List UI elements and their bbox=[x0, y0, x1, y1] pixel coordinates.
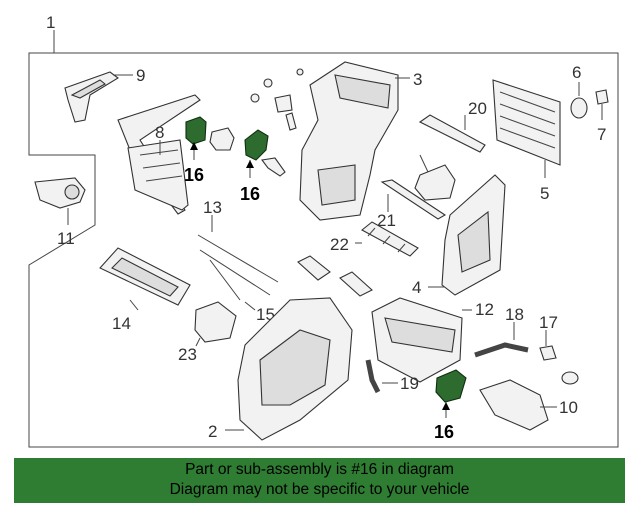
callout-18: 18 bbox=[505, 305, 524, 324]
callout-19: 19 bbox=[400, 374, 419, 393]
part-16-highlighted-left bbox=[185, 116, 207, 145]
parts-diagram: 1 9 8 11 16 16 bbox=[28, 13, 619, 448]
callout-13: 13 bbox=[203, 198, 222, 217]
part-4-side-cover bbox=[441, 174, 506, 296]
callout-21: 21 bbox=[377, 211, 396, 230]
callout-6: 6 bbox=[572, 63, 581, 82]
callout-22: 22 bbox=[330, 235, 349, 254]
part-3-upper-case bbox=[299, 61, 399, 221]
callout-16-c: 16 bbox=[434, 422, 454, 442]
callout-14: 14 bbox=[112, 314, 131, 333]
banner-line-2: Diagram may not be specific to your vehi… bbox=[169, 481, 470, 498]
part-21-strip bbox=[380, 179, 447, 220]
part-7-valve bbox=[595, 89, 609, 105]
part-6-grommet bbox=[570, 97, 588, 119]
part-23-actuator bbox=[194, 301, 237, 343]
callout-16-a: 16 bbox=[184, 165, 204, 185]
part-18-hose bbox=[474, 342, 529, 358]
callout-20: 20 bbox=[468, 99, 487, 118]
part-22-grille bbox=[361, 221, 419, 257]
callout-8: 8 bbox=[155, 123, 164, 142]
callout-4: 4 bbox=[412, 278, 421, 297]
callout-7: 7 bbox=[597, 125, 606, 144]
callout-9: 9 bbox=[136, 66, 145, 85]
part-19-hose bbox=[365, 359, 381, 394]
part-17-clip bbox=[539, 345, 557, 361]
part-11-actuator bbox=[34, 177, 86, 209]
callout-16-b: 16 bbox=[240, 184, 260, 204]
callout-12: 12 bbox=[475, 300, 494, 319]
callout-5: 5 bbox=[540, 184, 549, 203]
part-16-highlighted-bottom bbox=[435, 369, 467, 403]
callout-17: 17 bbox=[539, 313, 558, 332]
assembly-boundary bbox=[28, 52, 619, 448]
callout-23: 23 bbox=[178, 345, 197, 364]
banner-line-1: Part or sub-assembly is #16 in diagram bbox=[185, 461, 454, 478]
callout-1: 1 bbox=[46, 13, 55, 32]
part-16-highlighted-middle bbox=[244, 129, 269, 161]
callout-2: 2 bbox=[208, 422, 217, 441]
part-14-filter-tray bbox=[99, 247, 191, 306]
info-banner: Part or sub-assembly is #16 in diagram D… bbox=[14, 458, 625, 503]
callout-10: 10 bbox=[559, 398, 578, 417]
part-2-lower-case bbox=[237, 297, 353, 441]
part-5-evaporator bbox=[492, 79, 561, 166]
callout-3: 3 bbox=[413, 70, 422, 89]
part-10-duct bbox=[479, 379, 549, 431]
part-8-heater-core bbox=[117, 94, 201, 215]
part-20-strip bbox=[418, 114, 486, 153]
part-13-rods bbox=[197, 234, 279, 301]
part-9-bracket bbox=[64, 71, 119, 123]
part-12-drain-pan bbox=[371, 297, 463, 383]
part-24-actuator bbox=[414, 164, 456, 201]
callout-11: 11 bbox=[57, 229, 75, 248]
